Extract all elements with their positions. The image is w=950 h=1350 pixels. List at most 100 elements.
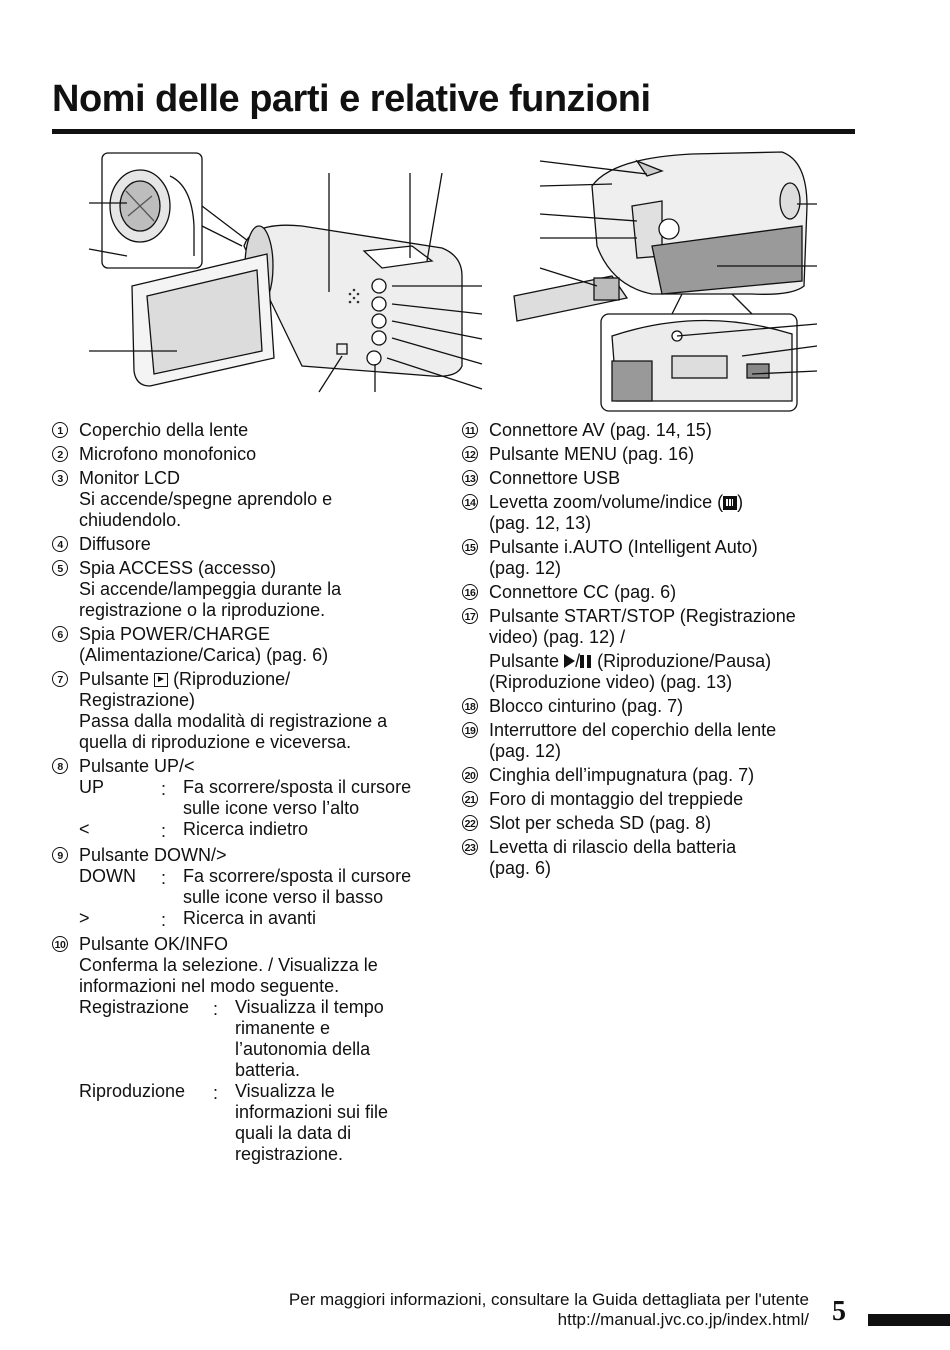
list-item: 18 Blocco cinturino (pag. 7) <box>462 696 857 717</box>
item-text: Cinghia dell’impugnatura (pag. 7) <box>489 765 755 785</box>
item-text-before: Levetta zoom/volume/indice ( <box>489 492 724 512</box>
footer-line: Per maggiori informazioni, consultare la… <box>288 1290 809 1309</box>
def-desc-line: rimanente e <box>235 1018 331 1038</box>
item-subtext: (pag. 6) <box>489 858 552 878</box>
item-subtext: Si accende/spegne aprendolo e <box>79 489 333 509</box>
play-triangle-icon <box>564 654 576 668</box>
item-number: 1 <box>52 422 68 438</box>
item-number: 22 <box>462 815 478 831</box>
item-number: 2 <box>52 446 68 462</box>
item-subtext: Conferma la selezione. / Visualizza le <box>79 955 378 975</box>
item-subtext: (pag. 12) <box>489 741 562 761</box>
item-subtext: Si accende/lampeggia durante la <box>79 579 342 599</box>
list-item: 19 Interruttore del coperchio della lente… <box>462 720 857 762</box>
list-item: 23 Levetta di rilascio della batteria(pag… <box>462 837 857 879</box>
item-subtext: (pag. 12) <box>489 558 562 578</box>
item-text-before: Pulsante <box>489 651 565 671</box>
item-subtext: video) (pag. 12) / <box>489 627 626 647</box>
def-desc-line: registrazione. <box>235 1144 344 1164</box>
item-number: 23 <box>462 839 478 855</box>
list-item: 20 Cinghia dell’impugnatura (pag. 7) <box>462 765 857 786</box>
item-subtext: informazioni nel modo seguente. <box>79 976 340 996</box>
page-number: 5 <box>832 1296 846 1327</box>
item-number: 6 <box>52 626 68 642</box>
footer-url[interactable]: http://manual.jvc.co.jp/index.html/ <box>557 1310 809 1329</box>
item-text: Pulsante (Riproduzione/ <box>79 669 452 690</box>
def-term: Riproduzione <box>79 1081 186 1101</box>
play-icon <box>154 673 169 687</box>
item-number: 20 <box>462 767 478 783</box>
item-text-after: ) <box>737 492 744 512</box>
item-text-before: Pulsante <box>79 669 155 689</box>
def-term: Registrazione <box>79 997 190 1017</box>
pause-icon <box>580 655 593 668</box>
item-number: 18 <box>462 698 478 714</box>
item-text: Levetta di rilascio della batteria <box>489 837 737 857</box>
item-text: Pulsante OK/INFO <box>79 934 229 954</box>
footer-bar <box>868 1314 950 1326</box>
def-colon: : <box>161 868 167 888</box>
item-text: Spia ACCESS (accesso) <box>79 558 277 578</box>
item-number: 4 <box>52 536 68 552</box>
def-desc-line: Visualizza il tempo <box>235 997 384 1017</box>
item-number: 13 <box>462 470 478 486</box>
item-subtext: chiudendolo. <box>79 510 182 530</box>
item-number: 16 <box>462 584 478 600</box>
item-subtext: quella di riproduzione e viceversa. <box>79 732 352 752</box>
item-text: Monitor LCD <box>79 468 181 488</box>
item-text: Blocco cinturino (pag. 7) <box>489 696 684 716</box>
item-number: 5 <box>52 560 68 576</box>
def-desc: Ricerca in avanti <box>183 908 452 931</box>
def-desc-line: Ricerca indietro <box>183 819 309 839</box>
def-desc-line: Ricerca in avanti <box>183 908 317 928</box>
item-number: 19 <box>462 722 478 738</box>
item-text: Slot per scheda SD (pag. 8) <box>489 813 712 833</box>
item-text: Diffusore <box>79 534 151 554</box>
item-separator: / <box>575 651 581 671</box>
footer-note: Per maggiori informazioni, consultare la… <box>289 1290 809 1330</box>
item-text: Pulsante MENU (pag. 16) <box>489 444 695 464</box>
item-number: 3 <box>52 470 68 486</box>
def-term: > <box>79 908 90 928</box>
item-text: Connettore USB <box>489 468 621 488</box>
item-number: 9 <box>52 847 68 863</box>
item-number: 8 <box>52 758 68 774</box>
def-colon: : <box>213 999 219 1019</box>
list-item: 21 Foro di montaggio del treppiede <box>462 789 857 810</box>
def-desc-line: quali la data di <box>235 1123 352 1143</box>
def-term: < <box>79 819 90 839</box>
list-item: 13 Connettore USB <box>462 468 857 489</box>
item-text: Foro di montaggio del treppiede <box>489 789 744 809</box>
item-number: 21 <box>462 791 478 807</box>
item-text: Interruttore del coperchio della lente <box>489 720 777 740</box>
camcorder-diagram <box>88 151 818 412</box>
item-number: 10 <box>52 936 68 952</box>
def-colon: : <box>161 779 167 799</box>
list-item: 5 Spia ACCESS (accesso)Si accende/lampegg… <box>52 558 452 621</box>
item-number: 11 <box>462 422 478 438</box>
item-subtext: Registrazione) <box>79 690 196 710</box>
def-term: DOWN <box>79 866 136 886</box>
item-subtext: Passa dalla modalità di registrazione a <box>79 711 388 731</box>
def-desc-line: informazioni sui file <box>235 1102 389 1122</box>
item-subtext: registrazione o la riproduzione. <box>79 600 326 620</box>
